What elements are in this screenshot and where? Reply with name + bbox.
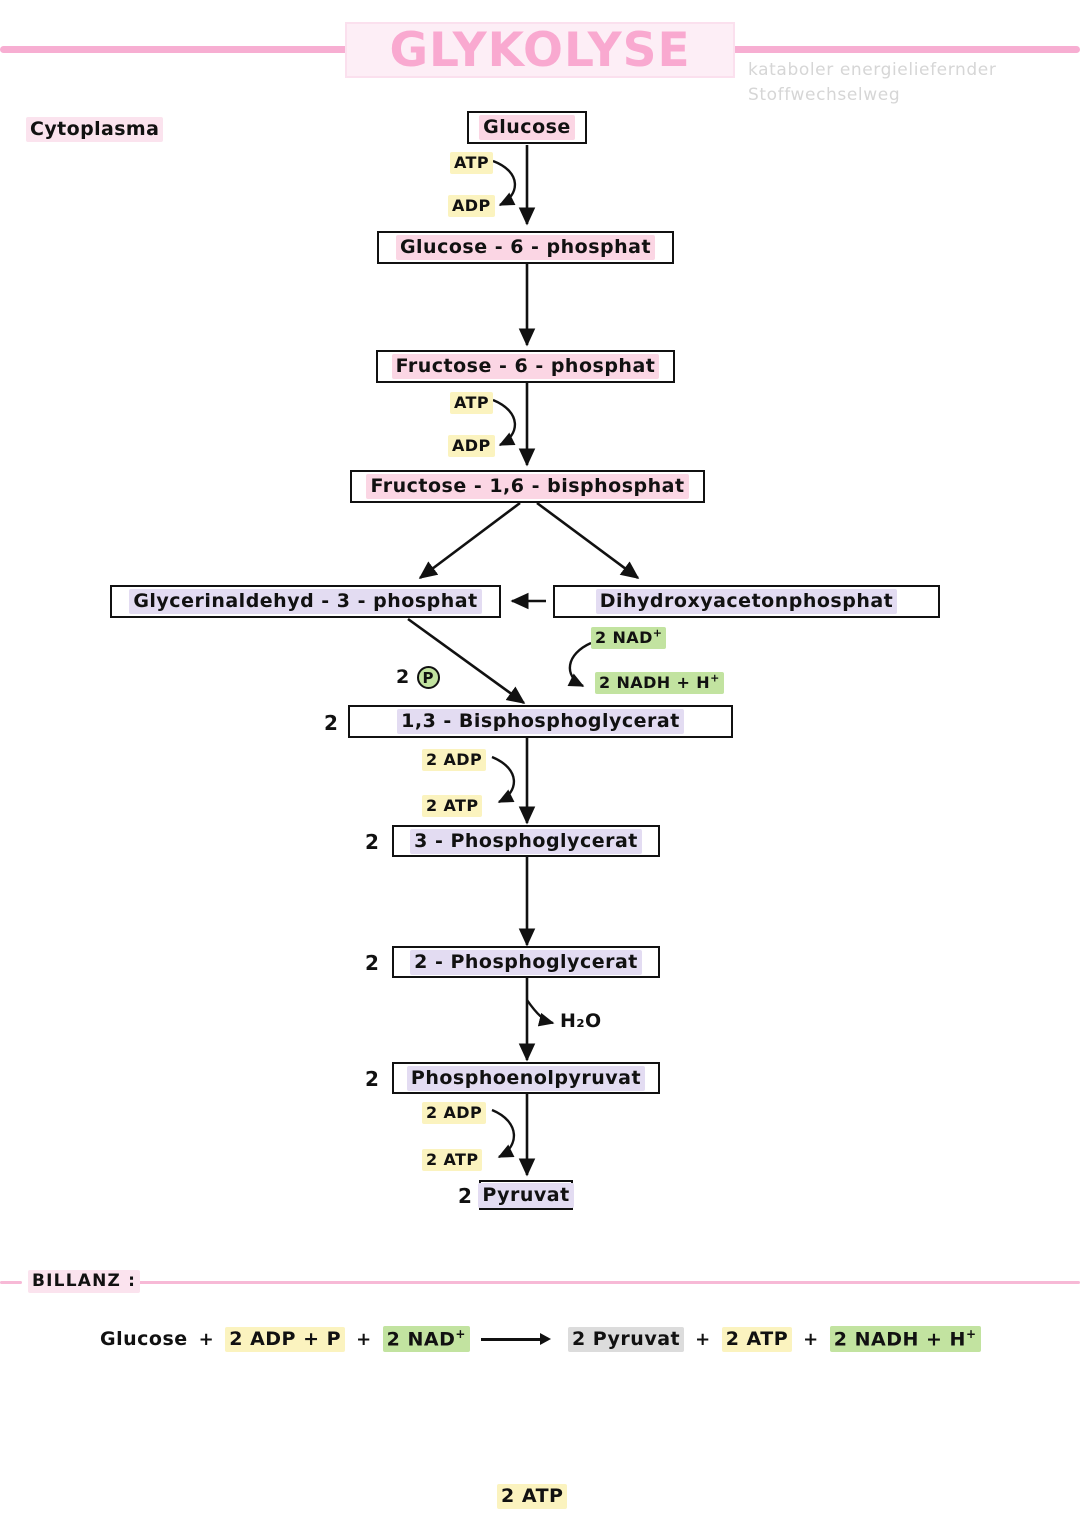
metabolite-box-1-3-bisphosphoglycerat: 1,3 - Bisphosphoglycerat: [348, 705, 733, 738]
stoich-prefix-pyruvat: 2: [458, 1184, 472, 1208]
net-atp-yield: 2 ATP: [497, 1484, 568, 1509]
cofactor-adp-out-step3: ADP: [448, 435, 495, 457]
metabolite-label-1-3-bisphosphoglycerat: 1,3 - Bisphosphoglycerat: [397, 709, 684, 734]
balance-equation: Glucose + 2 ADP + P + 2 NAD+ 2 Pyruvat +…: [100, 1326, 981, 1353]
cofactor-adp-in-step7-label: 2 ADP: [422, 749, 487, 771]
metabolite-label-pyruvat: Pyruvat: [478, 1182, 574, 1208]
cofactor-water-out: H₂O: [560, 1010, 602, 1032]
metabolite-label-glycerinaldehyd-3-phosphat: Glycerinaldehyd - 3 - phosphat: [129, 589, 482, 614]
metabolite-box-glycerinaldehyd-3-phosphat: Glycerinaldehyd - 3 - phosphat: [110, 585, 501, 618]
metabolite-label-phosphoenolpyruvat: Phosphoenolpyruvat: [406, 1065, 646, 1091]
billanz-divider-left: [0, 1281, 22, 1284]
cofactor-nadh-out: 2 NADH + H+: [595, 672, 724, 695]
metabolite-label-fructose-6-phosphat: Fructose - 6 - phosphat: [391, 354, 660, 379]
metabolite-box-fructose-6-phosphat: Fructose - 6 - phosphat: [376, 350, 675, 383]
page-subtitle-line1: kataboler energieliefernder: [748, 60, 997, 80]
metabolite-label-3-phosphoglycerat: 3 - Phosphoglycerat: [410, 828, 642, 854]
stoich-prefix-phosphoenolpyruvat: 2: [365, 1067, 379, 1091]
balance-left-glucose: Glucose: [100, 1328, 188, 1351]
metabolite-box-glucose: Glucose: [467, 111, 587, 144]
cofactor-atp-out-step7-label: 2 ATP: [422, 795, 483, 817]
billanz-section-label-text: BILLANZ :: [28, 1270, 141, 1293]
metabolite-box-fructose-1-6-bisphosphat: Fructose - 1,6 - bisphosphat: [350, 470, 705, 503]
balance-right-nadh: 2 NADH + H+: [829, 1326, 981, 1353]
billanz-divider-right: [130, 1281, 1080, 1284]
page-title: GLYKOLYSE: [389, 22, 691, 78]
balance-reaction-arrow-icon: [480, 1332, 557, 1346]
balance-right-atp: 2 ATP: [721, 1326, 793, 1352]
cofactor-atp-out-step10-label: 2 ATP: [422, 1149, 483, 1171]
cofactor-atp-in-step3: ATP: [450, 392, 493, 414]
page-subtitle: kataboler energieliefernder Stoffwechsel…: [748, 58, 1048, 108]
balance-plus-1: +: [198, 1328, 215, 1350]
compartment-label: Cytoplasma: [26, 117, 164, 142]
cofactor-atp-out-step10: 2 ATP: [422, 1149, 483, 1171]
balance-plus-2: +: [356, 1328, 372, 1350]
cofactor-atp-in-step1-label: ATP: [450, 152, 493, 174]
net-atp-yield-label: 2 ATP: [497, 1484, 568, 1509]
metabolite-box-2-phosphoglycerat: 2 - Phosphoglycerat: [392, 946, 660, 978]
metabolite-box-3-phosphoglycerat: 3 - Phosphoglycerat: [392, 825, 660, 857]
cofactor-nad-in-label: 2 NAD+: [591, 627, 667, 650]
cofactor-atp-out-step7: 2 ATP: [422, 795, 483, 817]
metabolite-label-2-phosphoglycerat: 2 - Phosphoglycerat: [410, 949, 642, 975]
metabolite-box-dihydroxyacetonphosphat: Dihydroxyacetonphosphat: [553, 585, 940, 618]
cofactor-nad-in: 2 NAD+: [591, 627, 667, 650]
balance-right-pyruvat: 2 Pyruvat: [567, 1326, 685, 1352]
metabolite-label-dihydroxyacetonphosphat: Dihydroxyacetonphosphat: [595, 589, 898, 614]
cofactor-adp-in-step7: 2 ADP: [422, 749, 487, 771]
stoich-prefix-2-phosphoglycerat: 2: [365, 951, 379, 975]
cofactor-adp-out-step3-label: ADP: [448, 435, 495, 457]
cofactor-atp-in-step3-label: ATP: [450, 392, 493, 414]
phosphate-circle-icon: P: [416, 666, 440, 689]
metabolite-box-phosphoenolpyruvat: Phosphoenolpyruvat: [392, 1062, 660, 1094]
cofactor-phosphate-in: 2 P: [396, 666, 440, 689]
balance-left-nad: 2 NAD+: [382, 1326, 470, 1353]
page-title-box: GLYKOLYSE: [345, 22, 735, 78]
stoich-prefix-3-phosphoglycerat: 2: [365, 830, 379, 854]
cofactor-adp-in-step10-label: 2 ADP: [422, 1102, 487, 1124]
metabolite-box-pyruvat: Pyruvat: [478, 1180, 574, 1210]
cofactor-adp-out-step1: ADP: [448, 195, 495, 217]
balance-plus-4: +: [803, 1328, 819, 1350]
cofactor-atp-in-step1: ATP: [450, 152, 493, 174]
cofactor-adp-out-step1-label: ADP: [448, 195, 495, 217]
cofactor-water-out-label: H₂O: [560, 1010, 602, 1032]
metabolite-label-glucose-6-phosphat: Glucose - 6 - phosphat: [395, 235, 656, 260]
compartment-label-text: Cytoplasma: [26, 117, 164, 142]
balance-left-adp-p: 2 ADP + P: [225, 1326, 346, 1352]
cofactor-phosphate-count: 2: [396, 666, 410, 688]
cofactor-nadh-out-label: 2 NADH + H+: [595, 672, 724, 695]
balance-plus-3: +: [695, 1328, 711, 1350]
metabolite-box-glucose-6-phosphat: Glucose - 6 - phosphat: [377, 231, 674, 264]
metabolite-label-glucose: Glucose: [479, 115, 575, 140]
metabolite-label-fructose-1-6-bisphosphat: Fructose - 1,6 - bisphosphat: [366, 474, 689, 499]
page-subtitle-line2: Stoffwechselweg: [748, 85, 901, 105]
cofactor-adp-in-step10: 2 ADP: [422, 1102, 487, 1124]
billanz-section-label: BILLANZ :: [28, 1270, 141, 1293]
stoich-prefix-1-3-bisphosphoglycerat: 2: [324, 711, 338, 735]
